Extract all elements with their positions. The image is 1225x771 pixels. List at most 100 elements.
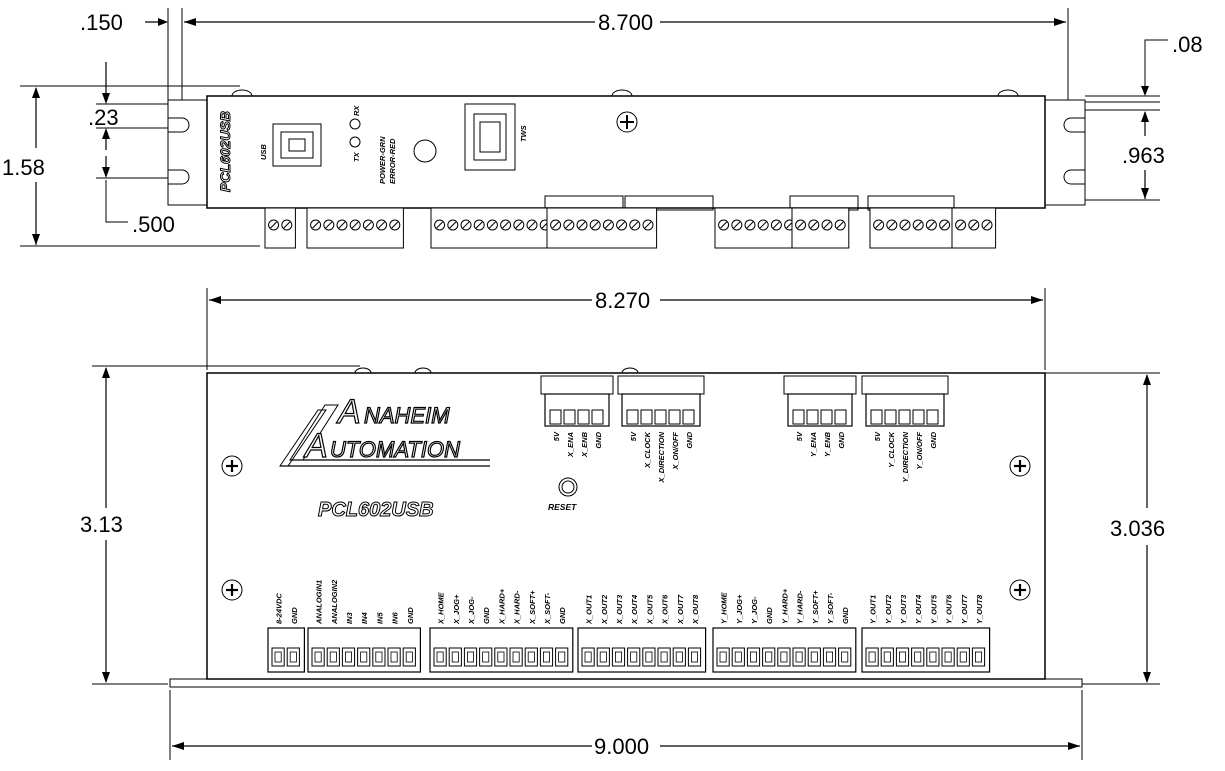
pin-socket bbox=[822, 647, 837, 667]
pin-label: Y_OUT8 bbox=[975, 594, 984, 624]
pin-label: GND bbox=[765, 607, 774, 624]
pin-label: ANALOGIN1 bbox=[315, 580, 324, 625]
pin-label: X_HARD- bbox=[513, 590, 522, 625]
rx-led bbox=[349, 118, 361, 130]
terminal-screw bbox=[770, 219, 782, 231]
pin-socket bbox=[642, 647, 656, 667]
dim-top-right-height: .963 bbox=[1122, 143, 1165, 168]
mounting-screw bbox=[1009, 579, 1031, 601]
side-model-label: PCL602USB bbox=[217, 111, 233, 192]
pin-label: X_ENB bbox=[580, 431, 589, 458]
error-label: ERROR-RED bbox=[388, 138, 397, 184]
pin-socket bbox=[926, 409, 939, 425]
terminal-screw bbox=[834, 219, 846, 231]
brand-cap-a2: A bbox=[303, 427, 328, 465]
pin-socket bbox=[895, 647, 910, 667]
pin-socket bbox=[971, 647, 986, 667]
terminal-screw bbox=[513, 219, 525, 231]
terminal-screw bbox=[268, 219, 280, 231]
pin-socket bbox=[524, 647, 538, 667]
dim-bottom-right-height: 3.036 bbox=[1110, 516, 1165, 541]
pin-socket bbox=[654, 409, 667, 425]
pin-socket bbox=[870, 409, 883, 425]
pin-socket bbox=[341, 647, 356, 667]
pin-label: Y_OUT7 bbox=[960, 594, 969, 624]
pin-label: X_OUT3 bbox=[615, 594, 624, 625]
pin-socket bbox=[591, 409, 604, 425]
pin-label: X_DIRECTION bbox=[657, 431, 666, 483]
usb-label: USB bbox=[259, 144, 268, 160]
terminal-screw bbox=[731, 219, 743, 231]
pin-label: Y_SOFT- bbox=[826, 592, 835, 624]
terminal-screw bbox=[563, 219, 575, 231]
pin-label: Y_ENA bbox=[809, 432, 818, 457]
pin-label: GND bbox=[594, 431, 603, 448]
pin-label: Y_OUT4 bbox=[914, 594, 923, 624]
pin-label: X_JOG- bbox=[467, 596, 476, 625]
terminal-screw bbox=[795, 219, 807, 231]
pin-socket bbox=[563, 409, 576, 425]
base-flange bbox=[169, 678, 1083, 688]
terminal-screw bbox=[486, 219, 498, 231]
dim-top-slot-offset: .23 bbox=[88, 105, 119, 130]
terminal-screw bbox=[362, 219, 374, 231]
tx-label: TX bbox=[352, 151, 361, 162]
pin-label: ANALOGIN2 bbox=[330, 579, 339, 625]
pin-label: X_ENA bbox=[566, 432, 575, 458]
terminal-screw bbox=[821, 219, 833, 231]
terminal-screw bbox=[389, 219, 401, 231]
terminal-screw bbox=[642, 219, 654, 231]
pin-socket bbox=[956, 647, 970, 667]
pin-label: Y_HOME bbox=[720, 591, 729, 624]
reset-label: RESET bbox=[548, 502, 577, 512]
terminal-screw bbox=[925, 219, 937, 231]
terminal-screw bbox=[310, 219, 322, 231]
pin-socket bbox=[539, 647, 554, 667]
side-screw bbox=[616, 111, 638, 133]
pin-label: X_SOFT+ bbox=[528, 590, 537, 625]
pin-label: Y_CLOCK bbox=[887, 431, 896, 467]
reset-button[interactable] bbox=[558, 477, 578, 497]
pin-socket bbox=[912, 409, 925, 425]
pin-socket bbox=[271, 647, 285, 667]
dim-top-overall-width: 8.700 bbox=[598, 10, 653, 35]
pin-socket bbox=[898, 409, 911, 425]
pin-socket bbox=[777, 647, 791, 667]
pin-label: X_OUT6 bbox=[661, 594, 670, 625]
pin-label: X_JOG+ bbox=[452, 594, 461, 625]
pin-socket bbox=[326, 647, 340, 667]
left-slot-top bbox=[168, 117, 190, 133]
terminal-screw bbox=[281, 219, 293, 231]
terminal-screw bbox=[744, 219, 756, 231]
pin-label: Y_OUT1 bbox=[869, 595, 878, 624]
pin-label: 5V bbox=[629, 431, 638, 441]
pin-label: Y_HARD- bbox=[796, 590, 805, 624]
terminal-screw bbox=[589, 219, 601, 231]
pin-socket bbox=[549, 409, 562, 425]
pin-socket bbox=[762, 647, 776, 667]
pin-socket bbox=[463, 647, 478, 667]
dim-top-height: 1.58 bbox=[2, 155, 45, 180]
pin-socket bbox=[555, 647, 569, 667]
mounting-screw bbox=[221, 455, 243, 477]
terminal-screw bbox=[576, 219, 588, 231]
brand-line1: NAHEIM bbox=[364, 403, 450, 428]
pin-socket bbox=[402, 647, 416, 667]
pin-label: Y_OUT3 bbox=[899, 594, 908, 624]
terminal-screw bbox=[629, 219, 641, 231]
power-label: POWER-GRN bbox=[378, 136, 387, 184]
pin-socket bbox=[596, 647, 610, 667]
usb-port bbox=[272, 123, 322, 167]
side-terminal-block bbox=[546, 207, 658, 249]
side-dimensions: .150 8.700 .08 .963 1.58 .23 bbox=[2, 8, 1203, 247]
pin-socket bbox=[926, 647, 940, 667]
terminal-screw bbox=[550, 219, 562, 231]
pin-label: Y_ON/OFF bbox=[915, 432, 924, 470]
